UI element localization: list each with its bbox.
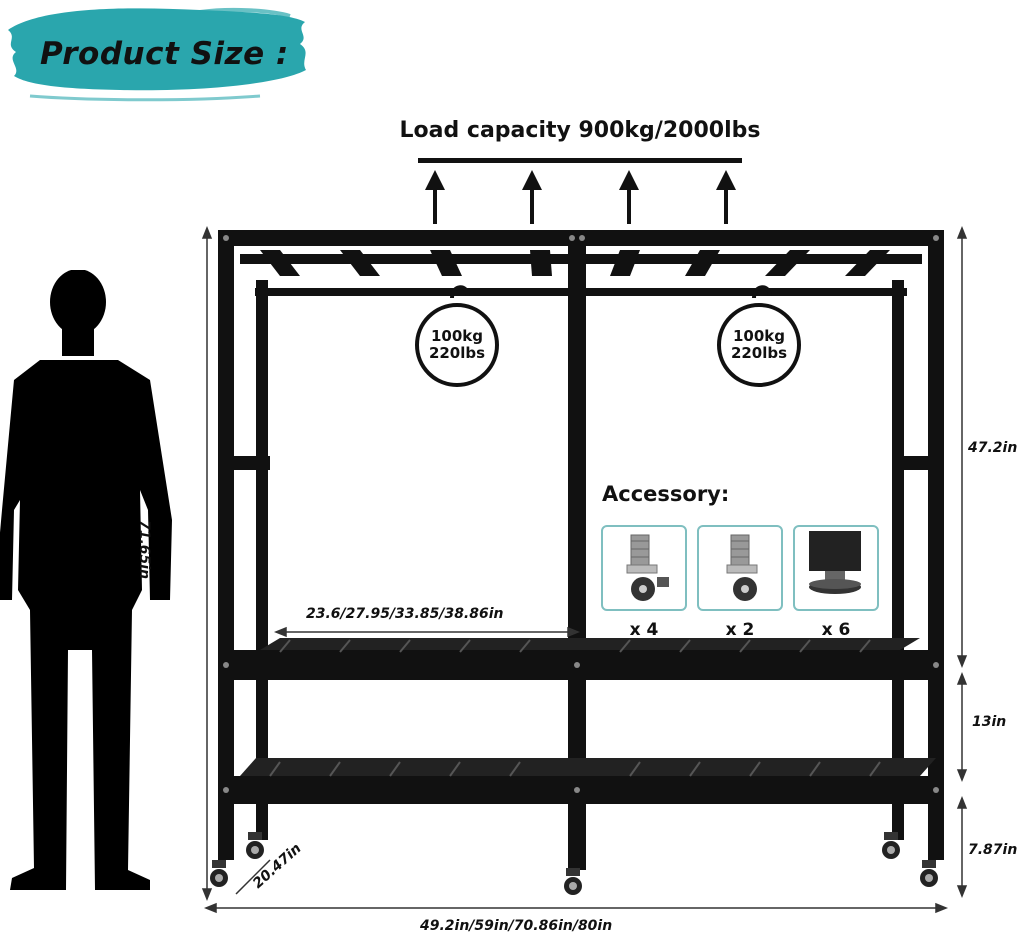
person-silhouette [0,270,172,890]
shelf-gap-label: 13in [972,714,1007,730]
accessory-qty-2: x 2 [725,620,755,640]
accessory-item-brake-caster [601,525,687,611]
hook-icon-left [415,285,499,387]
load-capacity-title: Load capacity 900kg/2000lbs [399,118,761,143]
banner-brush-stroke [8,7,306,102]
swivel-caster-icon [726,534,758,601]
adjustable-foot-icon [809,531,861,594]
hook-capacity-right: 100kg 220lbs [730,327,788,362]
rack-frame [210,230,944,895]
accessory-item-adjustable-foot [793,525,879,611]
banner-title: Product Size : [40,36,289,72]
upper-height-label: 47.2in [968,440,1018,456]
width-label: 49.2in/59in/70.86in/80in [420,918,613,934]
section-width-label: 23.6/27.95/33.85/38.86in [306,606,504,622]
leg-height-label: 7.87in [968,842,1018,858]
accessory-title: Accessory: [602,482,730,506]
accessory-item-caster [697,525,783,611]
caster-wheels [210,832,938,895]
total-height-label: 71.65in [136,520,152,580]
swivel-caster-with-brake-icon [626,534,669,601]
accessory-qty-3: x 6 [821,620,851,640]
load-arrows [418,158,742,224]
hook-icon-right [717,285,801,387]
accessory-qty-1: x 4 [629,620,659,640]
hook-capacity-left: 100kg 220lbs [428,327,486,362]
